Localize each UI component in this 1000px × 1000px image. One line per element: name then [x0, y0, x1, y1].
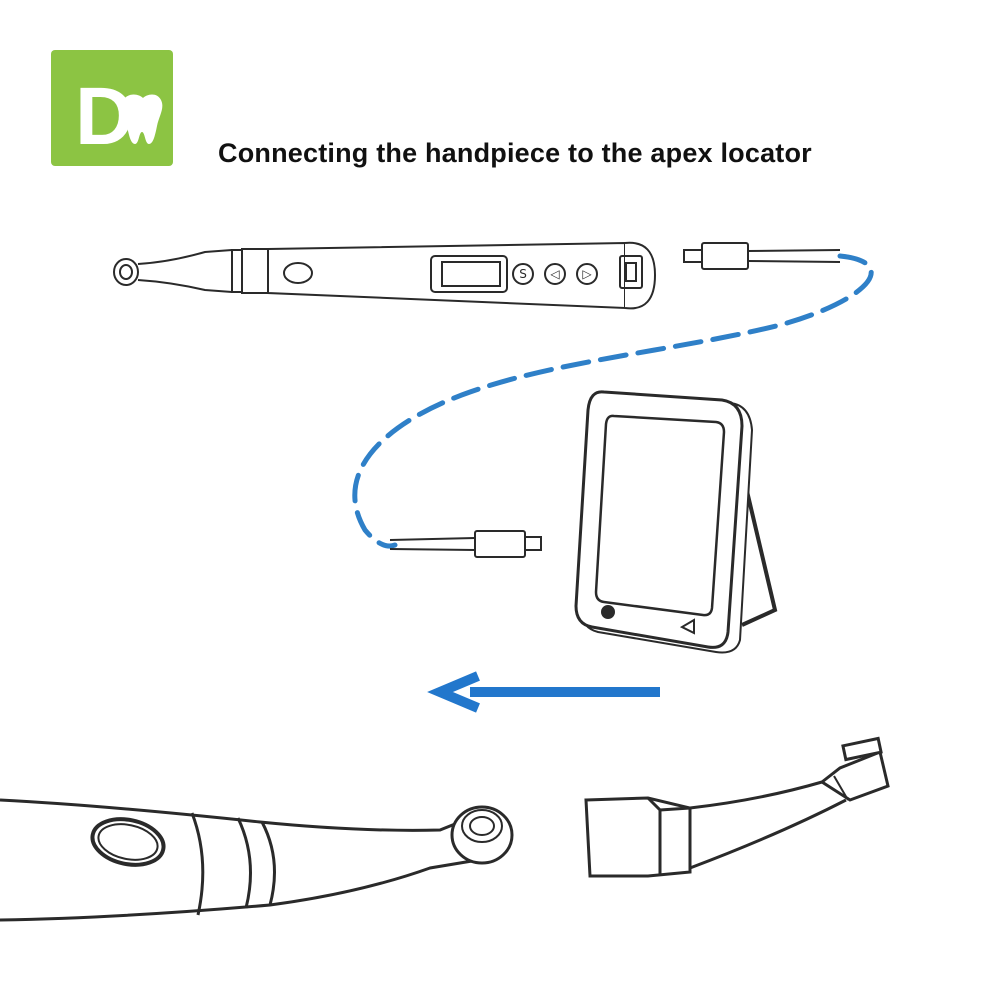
page-title: Connecting the handpiece to the apex loc… [218, 138, 812, 168]
button-left-label: ◁ [549, 267, 559, 281]
contra-angle-adapter [584, 736, 890, 878]
tablet-device-icon [574, 390, 778, 654]
usb-connector-lower [389, 530, 542, 558]
handpiece-buttons [512, 263, 598, 285]
usb-connector-icon [683, 242, 841, 270]
button-right-label: ▷ [582, 267, 592, 281]
handpiece-top [113, 241, 657, 310]
handpiece-closeup [0, 798, 514, 922]
left-arrow-icon [427, 671, 660, 713]
brand-logo: D [51, 50, 173, 166]
button-s-label: S [519, 267, 527, 281]
tooth-logo-icon [121, 94, 163, 144]
cable-dashed [352, 253, 874, 549]
